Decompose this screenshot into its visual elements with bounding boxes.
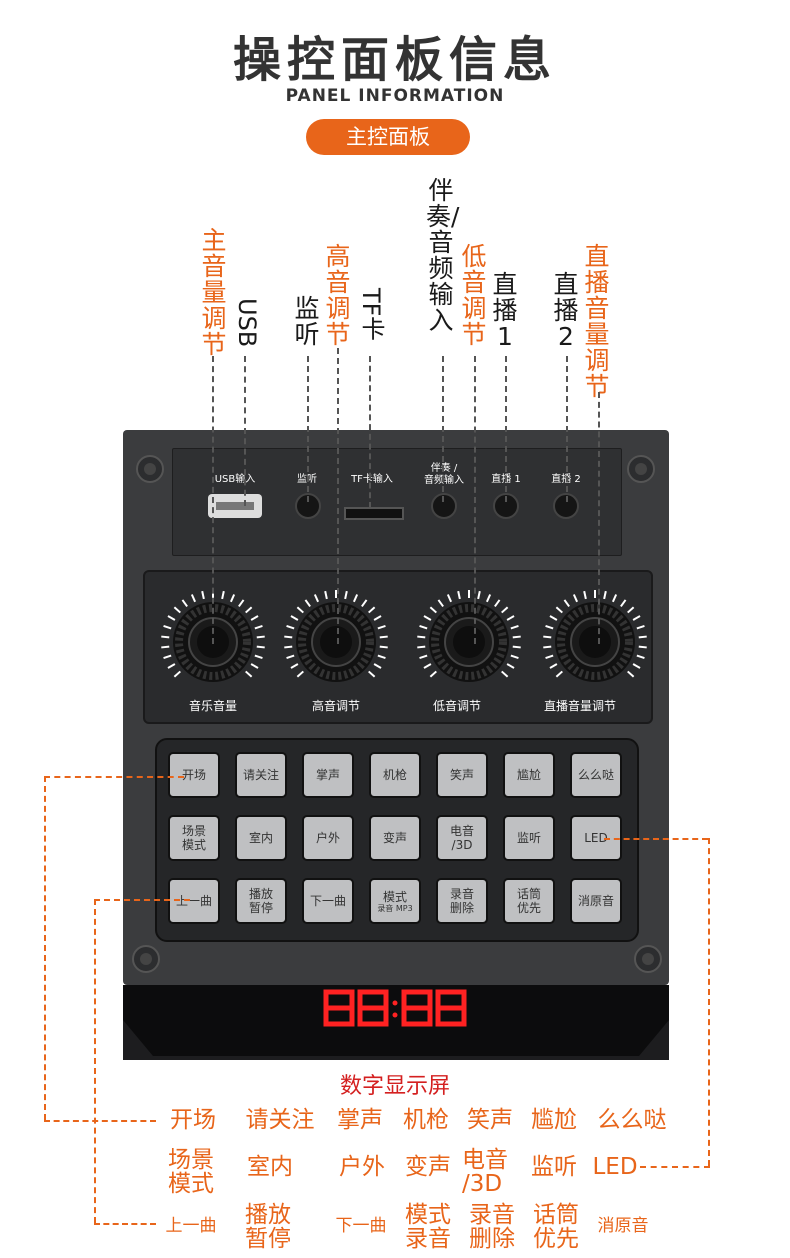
label-bass: 低音调节 [461, 242, 487, 349]
label-usb: USB [233, 298, 261, 348]
legend-outdoor: 户外 [339, 1154, 385, 1180]
btn-opening[interactable]: 开场 [168, 752, 220, 798]
knob-label-bass: 低音调节 [432, 699, 481, 713]
btn-outdoor[interactable]: 户外 [302, 815, 354, 861]
tf-card-slot[interactable] [344, 507, 404, 520]
label-tf: TF卡 [357, 288, 385, 341]
screw-icon [132, 945, 160, 973]
legend-scene-mode: 场景模式 [168, 1147, 214, 1197]
port-label-usb: USB输入 [214, 474, 256, 485]
btn-follow[interactable]: 请关注 [235, 752, 287, 798]
btn-monitor[interactable]: 监听 [503, 815, 555, 861]
btn-scene-mode[interactable]: 场景模式 [168, 815, 220, 861]
legend-mode-record: 模式录音 [405, 1202, 451, 1252]
pointer-line [337, 348, 339, 644]
legend-laugh: 笑声 [467, 1107, 513, 1133]
display-caption: 数字显示屏 [339, 1074, 450, 1099]
legend-indoor: 室内 [247, 1154, 293, 1180]
page-subtitle: PANEL INFORMATION [285, 86, 505, 106]
label-main-volume: 主音量调节 [201, 226, 227, 359]
screw-icon [136, 455, 164, 483]
pointer-line [307, 356, 309, 502]
section-badge: 主控面板 [306, 119, 470, 155]
btn-awkward[interactable]: 尴尬 [503, 752, 555, 798]
legend-voice-change: 变声 [405, 1154, 451, 1180]
page-title: 操控面板信息 [232, 32, 557, 88]
digital-display [323, 989, 467, 1027]
btn-previous-track[interactable]: 上一曲 [168, 878, 220, 924]
leader-line-opening [44, 776, 184, 778]
leader-line-opening [44, 776, 46, 1120]
display-base-bevel [123, 1020, 669, 1060]
knob-label-music-volume: 音乐音量 [188, 699, 237, 713]
btn-electro-3d[interactable]: 电音/3D [436, 815, 488, 861]
btn-mode[interactable]: 模式录音 MP3 [369, 878, 421, 924]
screw-icon [627, 455, 655, 483]
legend-play-pause: 播放暂停 [245, 1202, 291, 1252]
port-label-live2: 直播 2 [551, 474, 581, 485]
pointer-line [474, 356, 476, 644]
accompaniment-jack[interactable] [431, 493, 457, 519]
legend-kiss: 么么哒 [597, 1107, 667, 1133]
legend-next: 下一曲 [335, 1216, 387, 1236]
btn-record-delete[interactable]: 录音删除 [436, 878, 488, 924]
legend-applause: 掌声 [337, 1107, 383, 1133]
leader-line-opening [44, 1120, 156, 1122]
btn-mic-priority[interactable]: 话筒优先 [503, 878, 555, 924]
pointer-line [212, 356, 214, 644]
port-label-accompaniment-2: 音频输入 [424, 475, 464, 486]
knob-label-live-volume: 直播音量调节 [543, 699, 616, 713]
leader-line-previous [94, 899, 190, 901]
leader-line-previous [94, 1223, 156, 1225]
leader-line-led [604, 838, 708, 840]
label-live1: 直播1 [492, 270, 518, 351]
legend-monitor: 监听 [531, 1154, 577, 1180]
legend-mic-priority: 话筒优先 [533, 1202, 579, 1252]
legend-follow: 请关注 [245, 1107, 315, 1133]
port-label-tf: TF卡输入 [351, 474, 393, 485]
label-treble: 高音调节 [325, 242, 351, 349]
btn-voice-change[interactable]: 变声 [369, 815, 421, 861]
pointer-line [244, 356, 246, 506]
btn-vocal-remove[interactable]: 消原音 [570, 878, 622, 924]
legend-awkward: 尴尬 [531, 1107, 577, 1133]
btn-play-pause[interactable]: 播放暂停 [235, 878, 287, 924]
port-label-accompaniment-1: 伴奏 / [430, 463, 458, 474]
legend-previous: 上一曲 [165, 1216, 217, 1236]
legend-led: LED [592, 1154, 638, 1180]
pointer-line [442, 356, 444, 502]
legend-record-delete: 录音删除 [469, 1202, 515, 1252]
btn-kiss[interactable]: 么么哒 [570, 752, 622, 798]
label-monitor: 监听 [294, 294, 320, 349]
leader-line-led [640, 1166, 710, 1168]
legend-machine-gun: 机枪 [403, 1107, 449, 1133]
pointer-line [598, 392, 600, 644]
btn-next-track[interactable]: 下一曲 [302, 878, 354, 924]
leader-line-previous [94, 899, 96, 1223]
btn-applause[interactable]: 掌声 [302, 752, 354, 798]
pointer-line [369, 356, 371, 508]
display-base [123, 985, 669, 1057]
label-live2: 直播2 [553, 270, 579, 351]
pointer-line [566, 356, 568, 502]
knob-label-treble: 高音调节 [311, 699, 360, 713]
btn-indoor[interactable]: 室内 [235, 815, 287, 861]
usb-port[interactable] [208, 494, 262, 518]
label-accompaniment: 伴奏/音频输入 [426, 176, 460, 335]
label-live-volume: 直播音量调节 [584, 242, 610, 401]
pointer-line [505, 356, 507, 502]
leader-line-led [708, 838, 710, 1166]
btn-laugh[interactable]: 笑声 [436, 752, 488, 798]
legend-electro-3d: 电音/3D [462, 1147, 508, 1197]
screw-icon [634, 945, 662, 973]
legend-opening: 开场 [170, 1107, 216, 1133]
btn-machine-gun[interactable]: 机枪 [369, 752, 421, 798]
legend-vocal-remove: 消原音 [597, 1216, 649, 1236]
